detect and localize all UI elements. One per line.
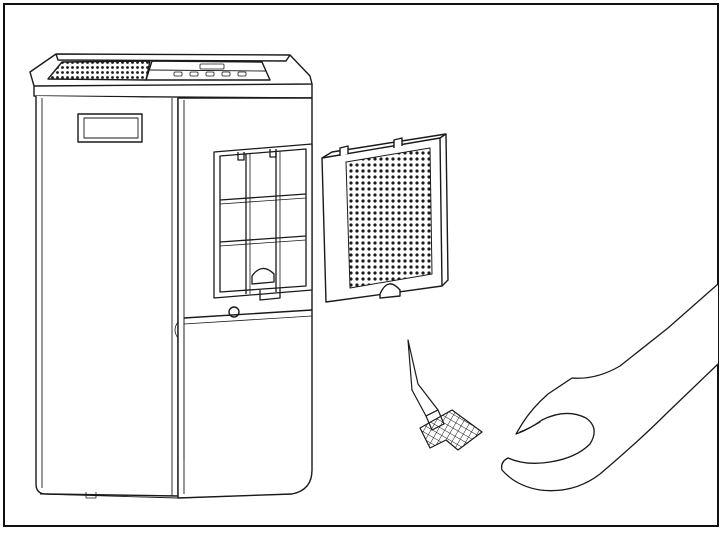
handle-slot [77, 113, 143, 143]
hand [500, 283, 719, 492]
filter-frame [213, 143, 313, 301]
removal-arrow [407, 339, 483, 451]
air-filter-panel [321, 133, 449, 303]
dehumidifier-body [29, 53, 313, 499]
top-vent-grille [47, 60, 151, 81]
control-buttons [173, 63, 247, 77]
